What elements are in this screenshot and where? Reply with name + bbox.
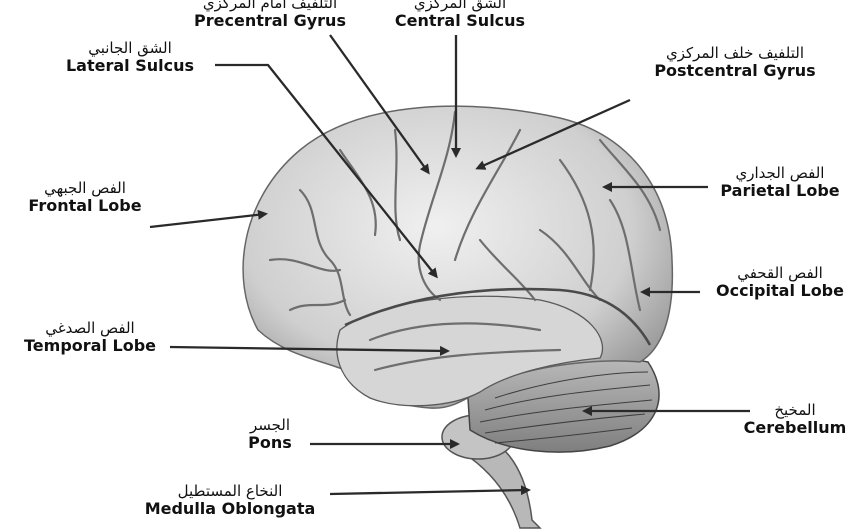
label-pons-en: Pons [230,434,310,452]
label-medulla-oblongata: النخاع المستطيل Medulla Oblongata [125,483,335,519]
label-parietal-en: Parietal Lobe [700,182,860,200]
label-frontal-lobe: الفص الجبهي Frontal Lobe [5,180,165,216]
label-postcentral-ar: التلفيف خلف المركزي [620,45,850,62]
label-postcentral-en: Postcentral Gyrus [620,62,850,80]
label-medulla-en: Medulla Oblongata [125,500,335,518]
label-temporal-en: Temporal Lobe [5,337,175,355]
label-postcentral-gyrus: التلفيف خلف المركزي Postcentral Gyrus [620,45,850,81]
label-medulla-ar: النخاع المستطيل [125,483,335,500]
label-central-en: Central Sulcus [370,12,550,30]
label-occipital-en: Occipital Lobe [700,282,860,300]
label-occipital-ar: الفص القحفي [700,265,860,282]
label-occipital-lobe: الفص القحفي Occipital Lobe [700,265,860,301]
label-precentral-en: Precentral Gyrus [170,12,370,30]
label-parietal-ar: الفص الجداري [700,165,860,182]
label-precentral-gyrus: التلفيف أمام المركزي Precentral Gyrus [170,0,370,31]
label-cerebellum-ar: المخيخ [725,402,864,419]
arrow-frontal [150,214,265,227]
label-pons-ar: الجسر [230,417,310,434]
arrow-medulla [330,490,528,494]
label-parietal-lobe: الفص الجداري Parietal Lobe [700,165,860,201]
label-frontal-ar: الفص الجبهي [5,180,165,197]
label-cerebellum: المخيخ Cerebellum [725,402,864,438]
label-pons: الجسر Pons [230,417,310,453]
label-lateral-sulcus: الشق الجانبي Lateral Sulcus [40,40,220,76]
label-cerebellum-en: Cerebellum [725,419,864,437]
label-lateral-en: Lateral Sulcus [40,57,220,75]
label-temporal-ar: الفص الصدغي [5,320,175,337]
label-temporal-lobe: الفص الصدغي Temporal Lobe [5,320,175,356]
label-lateral-ar: الشق الجانبي [40,40,220,57]
label-frontal-en: Frontal Lobe [5,197,165,215]
label-central-sulcus: الشق المركزي Central Sulcus [370,0,550,31]
